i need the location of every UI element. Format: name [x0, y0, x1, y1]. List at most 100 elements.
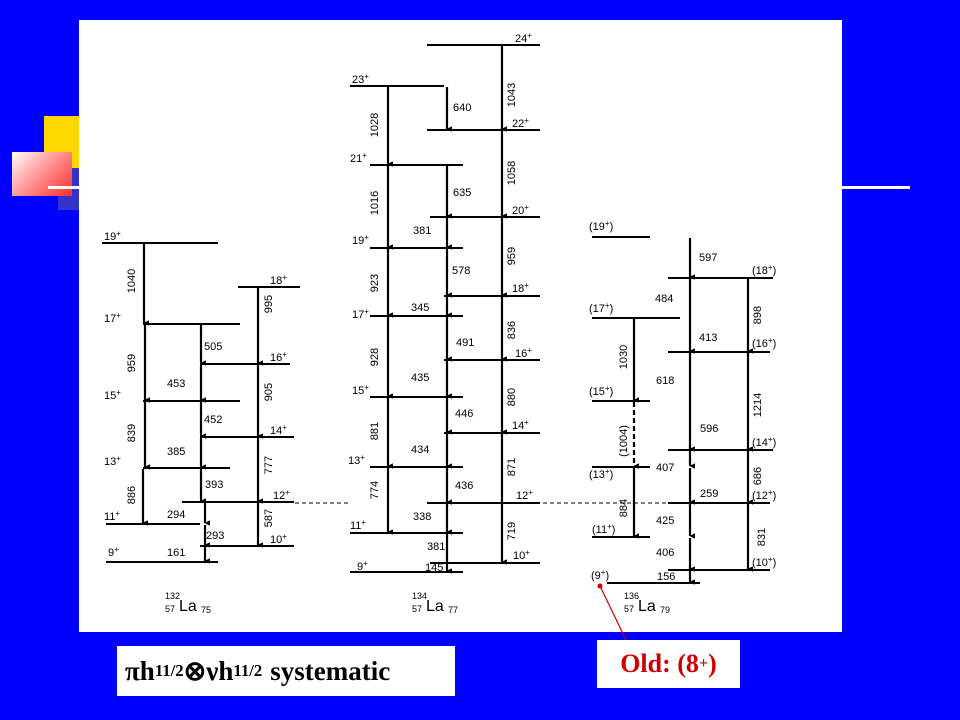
- spin-label: (14+): [752, 435, 776, 449]
- gamma-energy-label: 774: [369, 481, 381, 499]
- gamma-energy-label: 884: [618, 499, 630, 517]
- spin-label: (12+): [752, 488, 776, 502]
- decor-line-right: [842, 186, 910, 189]
- gamma-energy-label: 1214: [752, 393, 764, 417]
- gamma-energy-label: 407: [656, 462, 674, 474]
- spin-label: 12+: [516, 488, 533, 502]
- gamma-energy-label: 393: [205, 479, 223, 491]
- proton-number: 57: [624, 604, 634, 614]
- gamma-energy-label: 1028: [369, 113, 381, 137]
- gamma-energy-label: 1040: [126, 269, 138, 293]
- gamma-energy-label: 886: [126, 486, 138, 504]
- spin-label: 19+: [352, 233, 369, 247]
- spin-label: 16+: [270, 350, 287, 364]
- mass-number: 132: [165, 591, 180, 601]
- element-symbol: La: [426, 598, 444, 615]
- gamma-energy-label: 597: [699, 252, 717, 264]
- gamma-energy-label: 434: [411, 444, 429, 456]
- spin-label: 16+: [515, 346, 532, 360]
- nu-symbol: ν: [206, 655, 219, 686]
- spin-label: 21+: [350, 151, 367, 165]
- subscript-1: 11/2: [154, 661, 184, 680]
- spin-label: 9+: [357, 559, 368, 573]
- old-note-suffix: ): [708, 649, 717, 678]
- neutron-number: 79: [660, 605, 670, 615]
- old-note-sup: +: [698, 655, 709, 672]
- gamma-energy-label: 618: [656, 375, 674, 387]
- spin-label: 19+: [104, 229, 121, 243]
- gamma-energy-label: 156: [657, 571, 675, 583]
- gamma-energy-label: 596: [700, 423, 718, 435]
- spin-label: 13+: [104, 454, 121, 468]
- spin-label: (16+): [752, 336, 776, 350]
- gamma-energy-label: 338: [413, 511, 431, 523]
- gamma-energy-label: 425: [656, 515, 674, 527]
- spin-label: (10+): [752, 555, 776, 569]
- old-note-prefix: Old: (8: [620, 649, 699, 678]
- spin-label: (11+): [592, 522, 615, 536]
- gamma-energy-label: 436: [455, 480, 473, 492]
- spin-label: 22+: [512, 116, 529, 130]
- decor-line-left: [48, 186, 82, 189]
- gamma-energy-label: 880: [506, 388, 518, 406]
- spin-label: (15+): [589, 384, 613, 398]
- spin-label: (19+): [589, 219, 613, 233]
- gamma-energy-label: 871: [506, 458, 518, 476]
- old-assignment-note: Old: (8+): [597, 640, 740, 688]
- gamma-energy-label: 435: [411, 372, 429, 384]
- spin-label: 13+: [348, 453, 365, 467]
- gamma-energy-label: 453: [167, 378, 185, 390]
- spin-label: (9+): [591, 568, 609, 582]
- decor-red-gradient-square: [12, 152, 72, 196]
- spin-label: 17+: [104, 311, 121, 325]
- gamma-energy-label: 413: [699, 332, 717, 344]
- gamma-energy-label: 381: [427, 541, 445, 553]
- gamma-energy-label: 777: [263, 456, 275, 474]
- gamma-energy-label: (1004): [618, 425, 630, 457]
- pi-symbol: π: [125, 655, 140, 686]
- spin-label: 10+: [270, 532, 287, 546]
- gamma-energy-label: 491: [456, 337, 474, 349]
- element-symbol: La: [638, 598, 656, 615]
- spin-label: 23+: [352, 72, 369, 86]
- gamma-energy-label: 145: [425, 562, 443, 574]
- gamma-energy-label: 923: [369, 274, 381, 292]
- gamma-energy-label: 1043: [506, 83, 518, 107]
- gamma-energy-label: 505: [204, 341, 222, 353]
- spin-label: (17+): [589, 301, 613, 315]
- gamma-energy-label: 381: [413, 225, 431, 237]
- neutron-number: 77: [448, 605, 458, 615]
- gamma-energy-label: 928: [369, 348, 381, 366]
- spin-label: 14+: [512, 418, 529, 432]
- gamma-energy-label: 578: [452, 265, 470, 277]
- spin-label: 12+: [273, 488, 290, 502]
- spin-label: 18+: [270, 273, 287, 287]
- mass-number: 134: [412, 591, 427, 601]
- gamma-energy-label: 995: [263, 295, 275, 313]
- gamma-energy-label: 406: [656, 547, 674, 559]
- gamma-energy-label: 446: [455, 408, 473, 420]
- gamma-energy-label: 881: [369, 422, 381, 440]
- gamma-energy-label: 905: [263, 383, 275, 401]
- proton-number: 57: [165, 604, 175, 614]
- h-symbol-1: h: [139, 655, 155, 686]
- gamma-energy-label: 959: [126, 354, 138, 372]
- spin-label: 10+: [513, 548, 530, 562]
- element-symbol: La: [179, 598, 197, 615]
- neutron-number: 75: [201, 605, 211, 615]
- gamma-energy-label: 959: [506, 247, 518, 265]
- gamma-energy-label: 385: [167, 446, 185, 458]
- proton-number: 57: [412, 604, 422, 614]
- gamma-energy-label: 836: [506, 321, 518, 339]
- gamma-energy-label: 839: [126, 424, 138, 442]
- spin-label: 24+: [515, 31, 532, 45]
- gamma-energy-label: 452: [204, 414, 222, 426]
- spin-label: 11+: [350, 518, 366, 532]
- gamma-energy-label: 635: [453, 187, 471, 199]
- spin-label: 17+: [352, 307, 369, 321]
- gamma-energy-label: 898: [752, 306, 764, 324]
- gamma-energy-label: 719: [506, 522, 518, 540]
- level-scheme-diagram: 19+18+17+16+15+14+13+12+11+10+9+10409598…: [102, 31, 776, 615]
